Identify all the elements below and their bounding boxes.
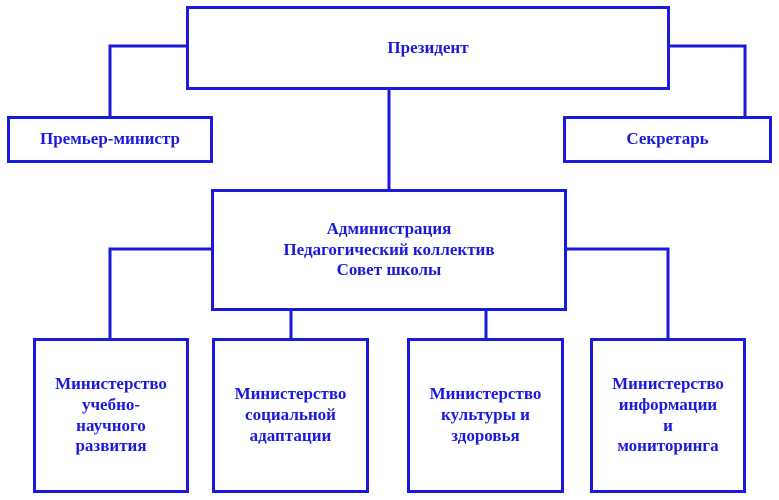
- secretary-box: Секретарь: [563, 116, 772, 163]
- ministry-line: Министерство: [429, 384, 542, 404]
- administration-line: Администрация: [326, 218, 452, 238]
- ministry-line: и: [663, 415, 673, 435]
- school-council-line: Совет школы: [336, 260, 442, 280]
- ministry-line: учебно-: [81, 394, 141, 414]
- ministry-line: мониторинга: [617, 436, 719, 456]
- ministry-line: здоровья: [451, 425, 520, 445]
- president-label: Президент: [387, 37, 469, 57]
- connector-center-ministry-1: [108, 247, 213, 339]
- ministry-line: развития: [75, 436, 147, 456]
- connector-president-prime-minister: [108, 44, 188, 117]
- secretary-label: Секретарь: [626, 129, 709, 149]
- connector-center-ministry-4: [565, 247, 670, 339]
- ministry-line: информации: [618, 394, 718, 414]
- ministry-line: научного: [76, 415, 146, 435]
- ministry-social-box: Министерство социальной адаптации: [212, 338, 369, 493]
- ministry-line: адаптации: [249, 425, 332, 445]
- administration-box: Администрация Педагогический коллектив С…: [211, 189, 567, 311]
- ministry-line: Министерство: [612, 374, 724, 394]
- ministry-information-box: Министерство информации и мониторинга: [590, 338, 746, 493]
- prime-minister-label: Премьер-министр: [40, 129, 180, 149]
- ministry-line: Министерство: [234, 384, 347, 404]
- prime-minister-box: Премьер-министр: [7, 116, 213, 163]
- ministry-line: социальной: [245, 405, 336, 425]
- ministry-education-box: Министерство учебно- научного развития: [33, 338, 189, 493]
- ministry-culture-box: Министерство культуры и здоровья: [407, 338, 564, 493]
- president-box: Президент: [186, 6, 670, 90]
- connector-president-secretary: [668, 44, 747, 117]
- pedagogical-collective-line: Педагогический коллектив: [283, 239, 495, 259]
- ministry-line: культуры и: [441, 405, 530, 425]
- ministry-line: Министерство: [55, 374, 167, 394]
